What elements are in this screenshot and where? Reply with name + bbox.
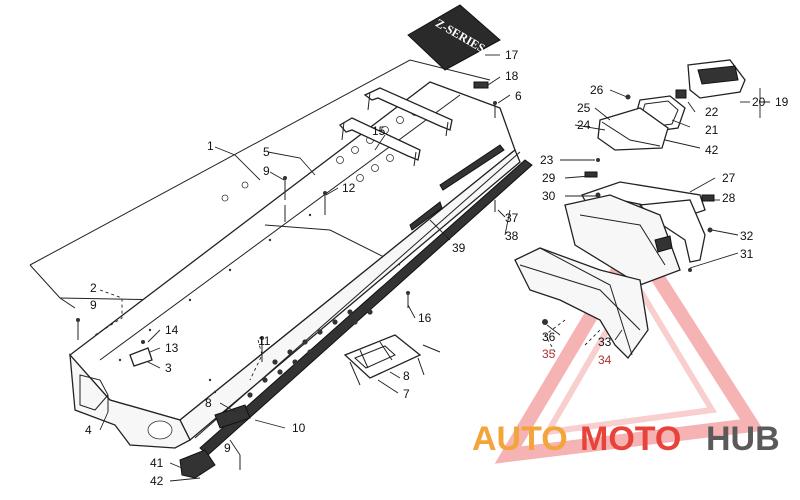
callout-9-top: 9 <box>263 164 270 178</box>
callout-14: 14 <box>165 323 179 337</box>
callout-38: 38 <box>505 229 519 243</box>
callout-31: 31 <box>740 247 754 261</box>
callout-37: 37 <box>505 211 519 225</box>
callout-30: 30 <box>542 189 556 203</box>
callout-22: 22 <box>705 105 719 119</box>
callout-4: 4 <box>85 423 92 437</box>
watermark-hub: HUB <box>706 420 780 458</box>
callout-21: 21 <box>705 123 719 137</box>
callout-26: 26 <box>590 83 604 97</box>
callout-8-right: 8 <box>403 369 410 383</box>
callout-9-left: 9 <box>90 298 97 312</box>
watermark-logo <box>494 228 764 464</box>
callout-15: 15 <box>372 124 386 138</box>
callout-34: 34 <box>598 353 612 367</box>
callout-2: 2 <box>90 281 97 295</box>
callout-12: 12 <box>342 181 356 195</box>
callout-29: 29 <box>542 171 556 185</box>
callout-42-left: 42 <box>150 474 164 488</box>
grab-handles <box>338 87 453 167</box>
watermark-moto: MOTO <box>580 420 681 458</box>
callout-16: 16 <box>418 311 432 325</box>
tunnel-assembly <box>29 59 533 479</box>
watermark-auto: AUTO <box>472 420 568 458</box>
watermark-text: AUTO MOTO HUB <box>472 420 780 458</box>
callout-42-right: 42 <box>705 143 719 157</box>
callout-24: 24 <box>577 118 591 132</box>
callout-7: 7 <box>403 387 410 401</box>
callout-41: 41 <box>150 456 164 470</box>
footrest-pad <box>343 334 425 386</box>
callout-25: 25 <box>577 101 591 115</box>
callout-5: 5 <box>263 145 270 159</box>
callout-18: 18 <box>505 69 519 83</box>
callout-10: 10 <box>292 421 306 435</box>
callout-33: 33 <box>598 335 612 349</box>
callout-9-bottom: 9 <box>224 441 231 455</box>
rear-bumper-assembly <box>514 59 746 360</box>
callout-27: 27 <box>722 171 736 185</box>
callout-13: 13 <box>165 341 179 355</box>
callout-labels: 1 2 9 3 4 5 9 6 12 13 14 15 16 17 18 11 … <box>85 48 789 488</box>
callout-39: 39 <box>452 241 466 255</box>
callout-3: 3 <box>165 361 172 375</box>
callout-8-left: 8 <box>205 396 212 410</box>
tunnel-side-holes <box>247 309 373 401</box>
callout-1: 1 <box>207 139 214 153</box>
callout-6: 6 <box>515 89 522 103</box>
callout-32: 32 <box>740 229 754 243</box>
callout-35: 35 <box>542 347 556 361</box>
callout-36: 36 <box>542 330 556 344</box>
callout-20: 20 <box>752 95 766 109</box>
callout-17: 17 <box>505 48 519 62</box>
callout-23: 23 <box>540 153 554 167</box>
callout-11: 11 <box>258 334 271 348</box>
z-series-decal: Z-SERIES <box>407 4 501 71</box>
callout-19: 19 <box>775 95 789 109</box>
callout-28: 28 <box>722 191 736 205</box>
leader-lines <box>94 54 770 482</box>
